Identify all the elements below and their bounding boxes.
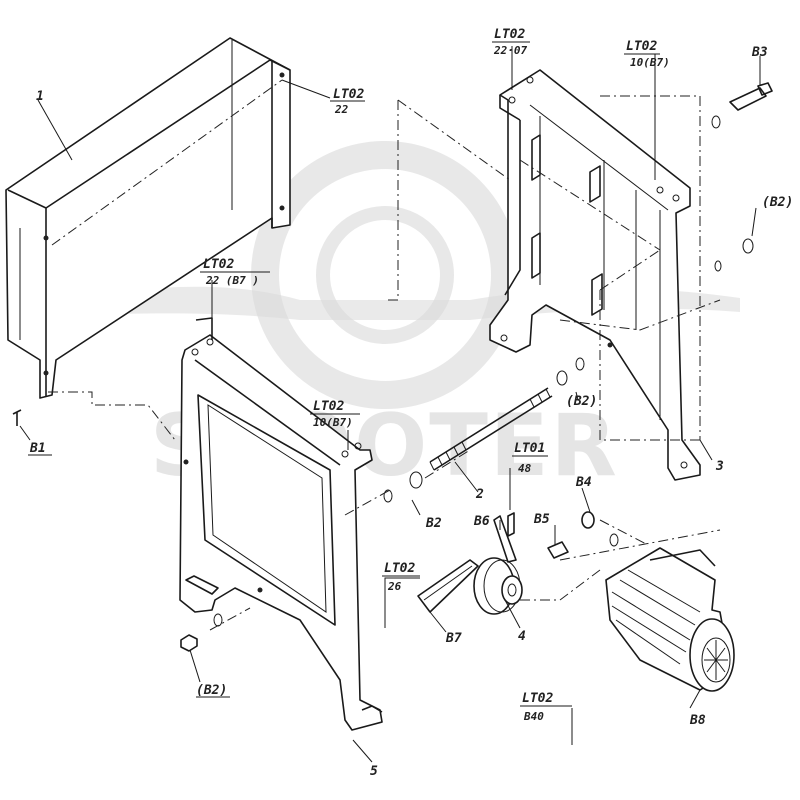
- part-4-pulley: [417, 512, 523, 615]
- callout-line2: 22·07: [493, 44, 527, 57]
- callout-line1: LT02: [626, 39, 657, 54]
- callout-line2: 22: [334, 103, 349, 116]
- part-5-frame-left: [179, 317, 383, 731]
- callout-line1: LT02: [313, 399, 344, 414]
- part-label-b3: B3: [751, 45, 768, 60]
- part-labels: 1 2 3 4 5 B1 B2 (B2) (B2) (B2) B3 B4 B5 …: [28, 45, 793, 779]
- part-label-b5: B5: [533, 512, 550, 527]
- washer-b4: [581, 511, 619, 547]
- part-label-3: 3: [715, 459, 724, 474]
- part-label-4: 4: [518, 629, 526, 644]
- callout-line1: LT02: [494, 27, 525, 42]
- part-3-frame-right: [489, 69, 701, 481]
- motor-b8: [605, 547, 735, 692]
- callout-line1: LT02: [203, 257, 234, 272]
- callout-line2: 10(B7): [630, 56, 670, 69]
- callout-line1: LT02: [333, 87, 364, 102]
- callout-lt02-26: LT02 26: [382, 561, 420, 593]
- part-label-b2-right: (B2): [762, 195, 793, 210]
- part-label-b2-center: B2: [425, 516, 442, 531]
- part-label-b2-rod: (B2): [566, 394, 597, 409]
- callout-line1: LT01: [514, 441, 545, 456]
- nut-b2-lower: [180, 613, 223, 652]
- callout-line1: LT02: [384, 561, 415, 576]
- part-label-1: 1: [36, 89, 44, 104]
- callout-lt02-22: LT02 22: [330, 87, 365, 116]
- screw-b1: [12, 409, 22, 426]
- leader-lines: [19, 46, 761, 763]
- part-label-b4: B4: [575, 475, 592, 490]
- callout-line2: B40: [523, 710, 544, 723]
- callout-lt02-b40: LT02 B40: [520, 691, 572, 723]
- part-2-threaded-rod: [383, 357, 585, 503]
- callout-lt02-10-b7-mid: LT02 10(B7): [310, 399, 360, 429]
- part-label-5: 5: [370, 764, 378, 779]
- part-label-b2-lower: (B2): [196, 683, 227, 698]
- callout-line2: 10(B7): [313, 416, 353, 429]
- callout-lt02-10-b7-top: LT02 10(B7): [624, 39, 670, 69]
- assembly-lines: [48, 79, 721, 631]
- callout-lt01-48: LT01 48: [512, 441, 548, 475]
- part-label-b7: B7: [445, 631, 462, 646]
- callout-line2: 22 (B7 ): [205, 274, 259, 287]
- callout-line2: 48: [518, 462, 532, 475]
- callout-lt02-22-07: LT02 22·07: [492, 27, 530, 57]
- part-label-b8: B8: [689, 713, 706, 728]
- part-label-b1: B1: [29, 441, 46, 456]
- part-label-2: 2: [475, 487, 484, 502]
- bolt-b3: [711, 82, 773, 272]
- part-label-b6: B6: [473, 514, 490, 529]
- part-1-cover: [5, 37, 291, 399]
- callout-line1: LT02: [522, 691, 553, 706]
- callout-lt02-22-b7: LT02 22 (B7 ): [200, 257, 270, 287]
- key-b5: [547, 541, 569, 559]
- callout-line2: 26: [387, 580, 402, 593]
